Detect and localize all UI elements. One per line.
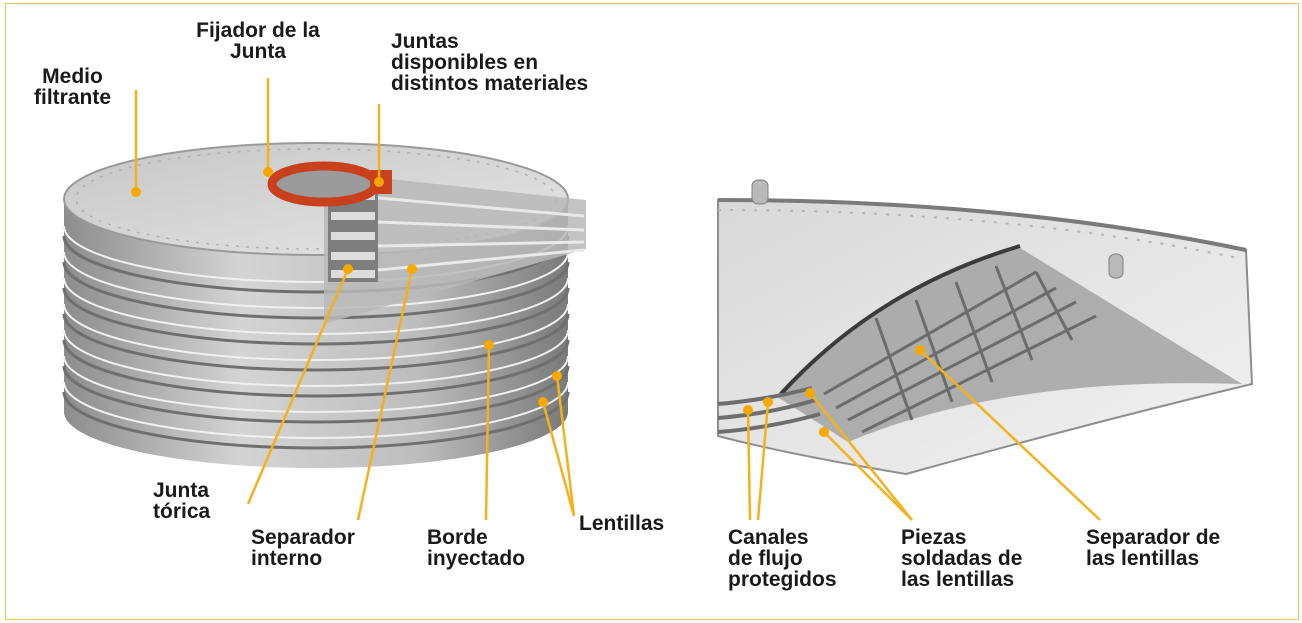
label-line: tórica xyxy=(153,500,211,523)
label-line: Junta xyxy=(229,40,286,63)
label-line: Canales xyxy=(728,526,809,549)
label-line: interno xyxy=(251,547,323,570)
label-piezas-soldadas: Piezas soldadas de las lentillas xyxy=(901,527,1022,590)
lens-separator-grid xyxy=(823,265,1097,434)
label-line: protegidos xyxy=(728,568,837,591)
label-line: Fijador de la xyxy=(196,19,320,42)
label-line: Separador de xyxy=(1086,526,1221,549)
label-line: Medio xyxy=(42,65,103,88)
label-line: Lentillas xyxy=(579,512,665,535)
label-line: soldadas de xyxy=(901,547,1023,570)
label-line: Junta xyxy=(153,479,210,502)
stud-right xyxy=(1108,253,1124,279)
filter-cartridge-stack xyxy=(62,142,586,468)
label-separador-interno: Separador interno xyxy=(251,527,355,569)
label-line: las lentillas xyxy=(1086,547,1200,570)
label-borde-inyectado: Borde inyectado xyxy=(427,527,525,569)
flow-channel xyxy=(776,248,1242,442)
diagram-frame: Medio filtrante Fijador de la Junta Junt… xyxy=(5,3,1299,620)
label-line: las lentillas xyxy=(901,568,1015,591)
label-line: de flujo xyxy=(728,547,803,570)
label-line: filtrante xyxy=(34,86,112,109)
callouts xyxy=(131,78,1101,521)
lenticular-filter-illustration xyxy=(62,78,1254,521)
lens-segment-cutaway xyxy=(717,179,1254,476)
label-line: disponibles en xyxy=(391,51,539,74)
label-line: Juntas xyxy=(391,30,459,53)
label-line: distintos materiales xyxy=(391,72,589,95)
label-medio-filtrante: Medio filtrante xyxy=(34,66,111,108)
label-line: Borde xyxy=(427,526,488,549)
stud-left xyxy=(751,179,769,205)
label-separador-lentillas: Separador de las lentillas xyxy=(1086,527,1220,569)
label-lentillas: Lentillas xyxy=(579,513,664,534)
label-juntas-disponibles: Juntas disponibles en distintos material… xyxy=(391,31,588,94)
label-line: inyectado xyxy=(427,547,526,570)
label-line: Separador xyxy=(251,526,355,549)
label-canales-flujo: Canales de flujo protegidos xyxy=(728,527,837,590)
label-fijador-junta: Fijador de la Junta xyxy=(168,20,348,62)
label-line: Piezas xyxy=(901,526,967,549)
label-junta-torica: Junta tórica xyxy=(153,480,210,522)
